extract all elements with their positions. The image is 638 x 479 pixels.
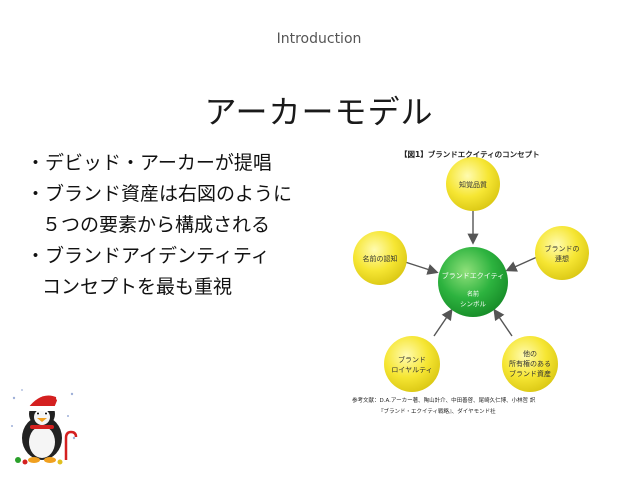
bullet-item: ５つの要素から構成される: [26, 210, 346, 241]
node-label: ロイヤルティ: [391, 366, 432, 374]
node-label: 名前の認知: [363, 254, 398, 263]
bullet-item: ・ブランド資産は右図のように: [26, 179, 346, 210]
reference-text: 『ブランド・エクイティ戦略』、ダイヤモンド社: [378, 407, 496, 415]
arrow-bottom-right: [495, 311, 512, 336]
node-brand-loyalty: [384, 336, 440, 392]
bullet-item: ・デビッド・アーカーが提唱: [26, 148, 346, 179]
bullet-item: コンセプトを最も重視: [26, 272, 346, 303]
node-label: ブランドの: [545, 244, 580, 253]
penguin-santa-icon: [8, 386, 80, 466]
node-label: 所有権のある: [509, 359, 551, 368]
brand-equity-diagram: 【図1】ブランドエクイティのコンセプト 知覚品質 ブランドの 連想 名前の認知 …: [344, 144, 606, 424]
node-label: ブランド: [398, 355, 426, 364]
diagram-svg: 【図1】ブランドエクイティのコンセプト 知覚品質 ブランドの 連想 名前の認知 …: [344, 144, 606, 424]
arrow-bottom-left: [434, 311, 451, 336]
center-label: ブランドエクイティ: [442, 271, 504, 280]
center-label: シンボル: [460, 300, 487, 308]
bullet-item: ・ブランドアイデンティティ: [26, 241, 346, 272]
section-label: Introduction: [0, 31, 638, 47]
node-label: ブランド資産: [509, 369, 551, 378]
node-label: 連想: [555, 254, 569, 263]
node-brand-association: [535, 226, 589, 280]
center-label: 名前: [467, 290, 479, 298]
node-label: 他の: [523, 349, 537, 358]
arrow-left: [402, 261, 436, 272]
node-label: 知覚品質: [459, 180, 487, 189]
reference-text: 参考文献：D.A.アーカー著、陶山計介、中田善啓、尾崎久仁博、小林哲 訳: [352, 396, 536, 404]
slide-title: アーカーモデル: [0, 87, 638, 133]
bullet-list: ・デビッド・アーカーが提唱 ・ブランド資産は右図のように ５つの要素から構成され…: [26, 148, 346, 303]
arrow-right: [508, 257, 537, 270]
